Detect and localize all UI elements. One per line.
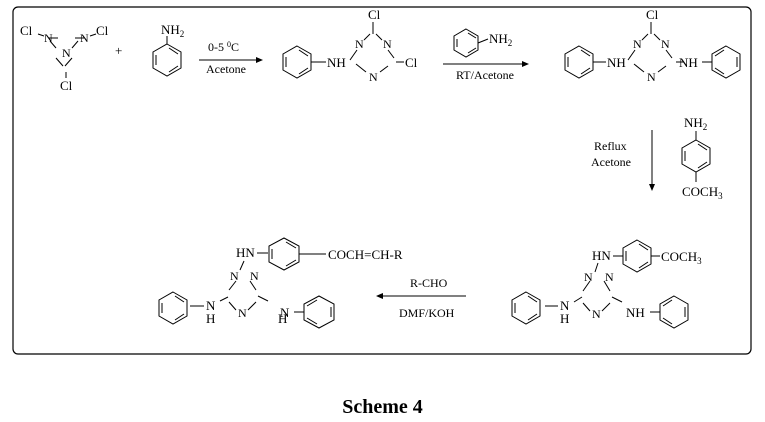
h-atom: H — [560, 311, 569, 326]
n-atom: N — [633, 37, 642, 51]
aniline: NH2 — [152, 22, 184, 77]
chalcone-triazine: HN COCH=CH-R N N N N H N H — [158, 237, 403, 329]
n-atom: N — [605, 270, 614, 284]
n-atom: N — [206, 298, 216, 313]
n-atom: N — [250, 269, 259, 283]
cyanuric-chloride: Cl Cl Cl N N N — [20, 23, 109, 93]
n-atom: N — [383, 37, 392, 51]
n-atom: N — [369, 70, 378, 84]
hn-label: HN — [236, 245, 255, 260]
n-atom: N — [44, 31, 53, 45]
enone-label: COCH=CH-R — [328, 247, 403, 262]
scheme-frame — [12, 6, 752, 355]
cl-atom: Cl — [20, 23, 33, 38]
step2-arrow: NH2 RT/Acetone — [443, 28, 529, 82]
plus-sign: + — [115, 43, 122, 58]
cl-atom: Cl — [60, 78, 73, 93]
n-atom: N — [238, 306, 247, 320]
step1-condition-temp: 0-5 0C — [208, 40, 239, 54]
acetylphenylamino-triazine: HN COCH3 N N N N H NH — [511, 239, 702, 329]
nh-label: NH — [679, 55, 698, 70]
amine-label: NH2 — [489, 31, 512, 48]
n-atom: N — [592, 307, 601, 321]
nh-label: NH — [626, 305, 645, 320]
nh-label: N — [280, 305, 290, 320]
cl-atom: Cl — [405, 55, 418, 70]
step4-condition-solvent: DMF/KOH — [399, 306, 455, 320]
n-atom: N — [661, 37, 670, 51]
n-atom: N — [62, 46, 71, 60]
acetyl-label: COCH3 — [661, 249, 702, 266]
nh-label: NH — [607, 55, 626, 70]
n-atom: N — [584, 270, 593, 284]
step1-condition-solvent: Acetone — [206, 62, 246, 76]
h-atom: H — [278, 311, 287, 326]
hn-label: HN — [592, 248, 611, 263]
cl-atom: Cl — [646, 7, 659, 22]
n-atom: N — [355, 37, 364, 51]
n-atom: N — [647, 70, 656, 84]
n-atom: N — [230, 269, 239, 283]
cl-atom: Cl — [368, 7, 381, 22]
step3-arrow: Reflux Acetone NH2 COCH3 — [591, 115, 723, 201]
step3-condition-reflux: Reflux — [594, 139, 627, 153]
step4-condition-aldehyde: R-CHO — [410, 276, 448, 290]
amine-label: NH2 — [161, 22, 184, 39]
step3-condition-solvent: Acetone — [591, 155, 631, 169]
dianilino-chlorotriazine: NH Cl N N N NH — [564, 7, 741, 84]
anilino-dichlorotriazine: NH Cl Cl N N N — [282, 7, 418, 84]
n-atom: N — [560, 298, 570, 313]
figure-caption: Scheme 4 — [342, 396, 423, 418]
cl-atom: Cl — [96, 23, 109, 38]
step2-condition: RT/Acetone — [456, 68, 514, 82]
step1-arrow: 0-5 0C Acetone — [199, 40, 263, 76]
n-atom: N — [80, 31, 89, 45]
amine-label: NH2 — [684, 115, 707, 132]
h-atom: H — [206, 311, 215, 326]
acetyl-label: COCH3 — [682, 184, 723, 201]
nh-label: NH — [327, 55, 346, 70]
step4-arrow: R-CHO DMF/KOH — [376, 276, 466, 320]
